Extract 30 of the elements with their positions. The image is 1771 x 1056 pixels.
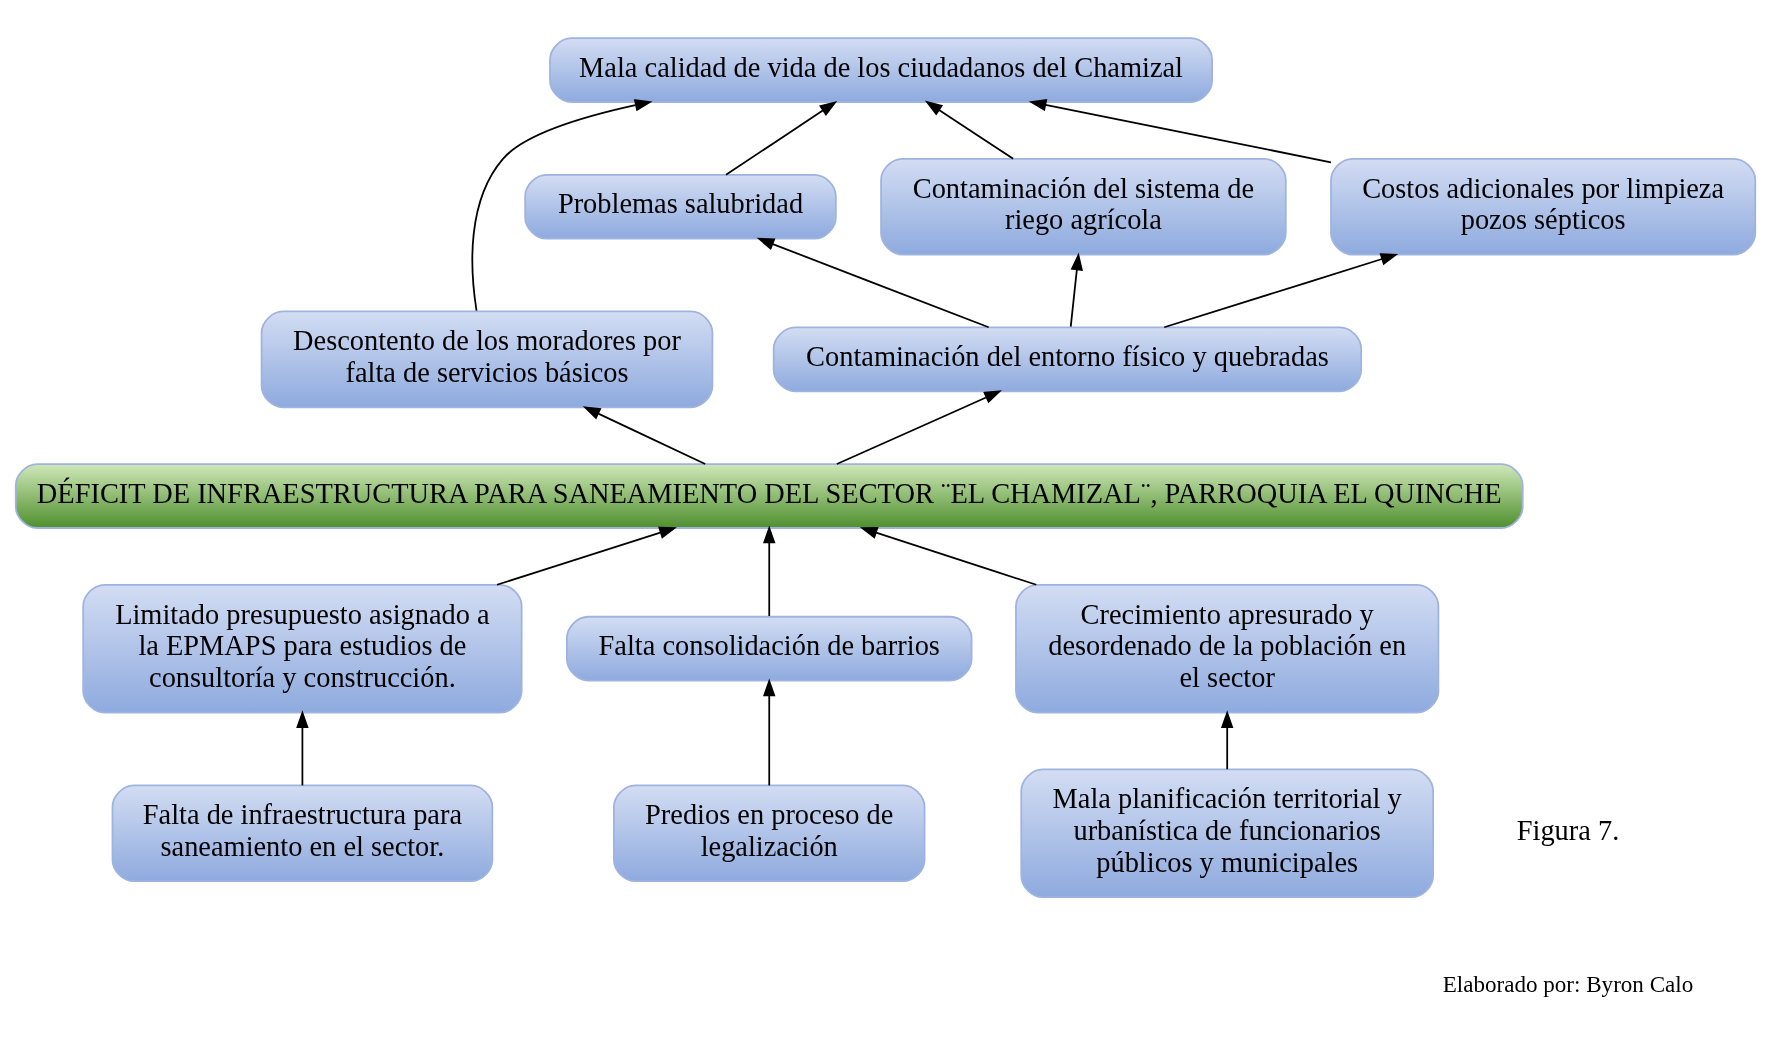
label: Elaborado por: Byron Calo — [1442, 970, 1694, 997]
node-box: DÉFICIT DE INFRAESTRUCTURA PARA SANEAMIENTO DEL SECTOR ¨EL CHAMIZAL¨, PARROQUIA EL QUINCHE — [14, 463, 1524, 529]
node-box: Costos adicionales por limpieza pozos sépticos — [1330, 157, 1757, 256]
node-box: Falta consolidación de barrios — [566, 615, 973, 682]
arrow — [756, 237, 990, 329]
arrow — [836, 390, 1002, 465]
node-box: Contaminación del entorno físico y quebradas — [772, 326, 1363, 393]
node-box: Crecimiento apresurado y desordenado de la población en el sector — [1015, 583, 1440, 714]
node-box: Descontento de los moradores por falta de servicios básicos — [260, 310, 714, 409]
node-box: Mala calidad de vida de los ciudadanos del Chamizal — [549, 37, 1213, 103]
arrow — [1069, 252, 1083, 328]
node-box: Contaminación del sistema de riego agrícola — [880, 157, 1287, 256]
arrow — [582, 406, 707, 465]
arrow — [859, 526, 1038, 586]
arrow — [296, 710, 309, 787]
arrow — [471, 99, 653, 312]
arrow — [763, 678, 776, 787]
arrow — [725, 100, 838, 176]
arrow — [1028, 98, 1332, 164]
node-box: Mala planificación territorial y urbanística de funcionarios públicos y municipales — [1020, 768, 1434, 899]
arrow — [924, 100, 1015, 160]
node-box: Predios en proceso de legalización — [613, 784, 926, 883]
arrow — [496, 526, 677, 586]
arrow — [1163, 253, 1399, 329]
node-box: Problemas salubridad — [524, 173, 837, 240]
node-box: Limitado presupuesto asignado a la EPMAPS para estudios de consultoría y construcción. — [82, 583, 523, 714]
arrow — [1220, 710, 1234, 771]
arrow — [763, 525, 776, 617]
label: Figura 7. — [1516, 815, 1620, 847]
node-box: Falta de infraestructura para saneamiento en el sector. — [111, 784, 494, 883]
